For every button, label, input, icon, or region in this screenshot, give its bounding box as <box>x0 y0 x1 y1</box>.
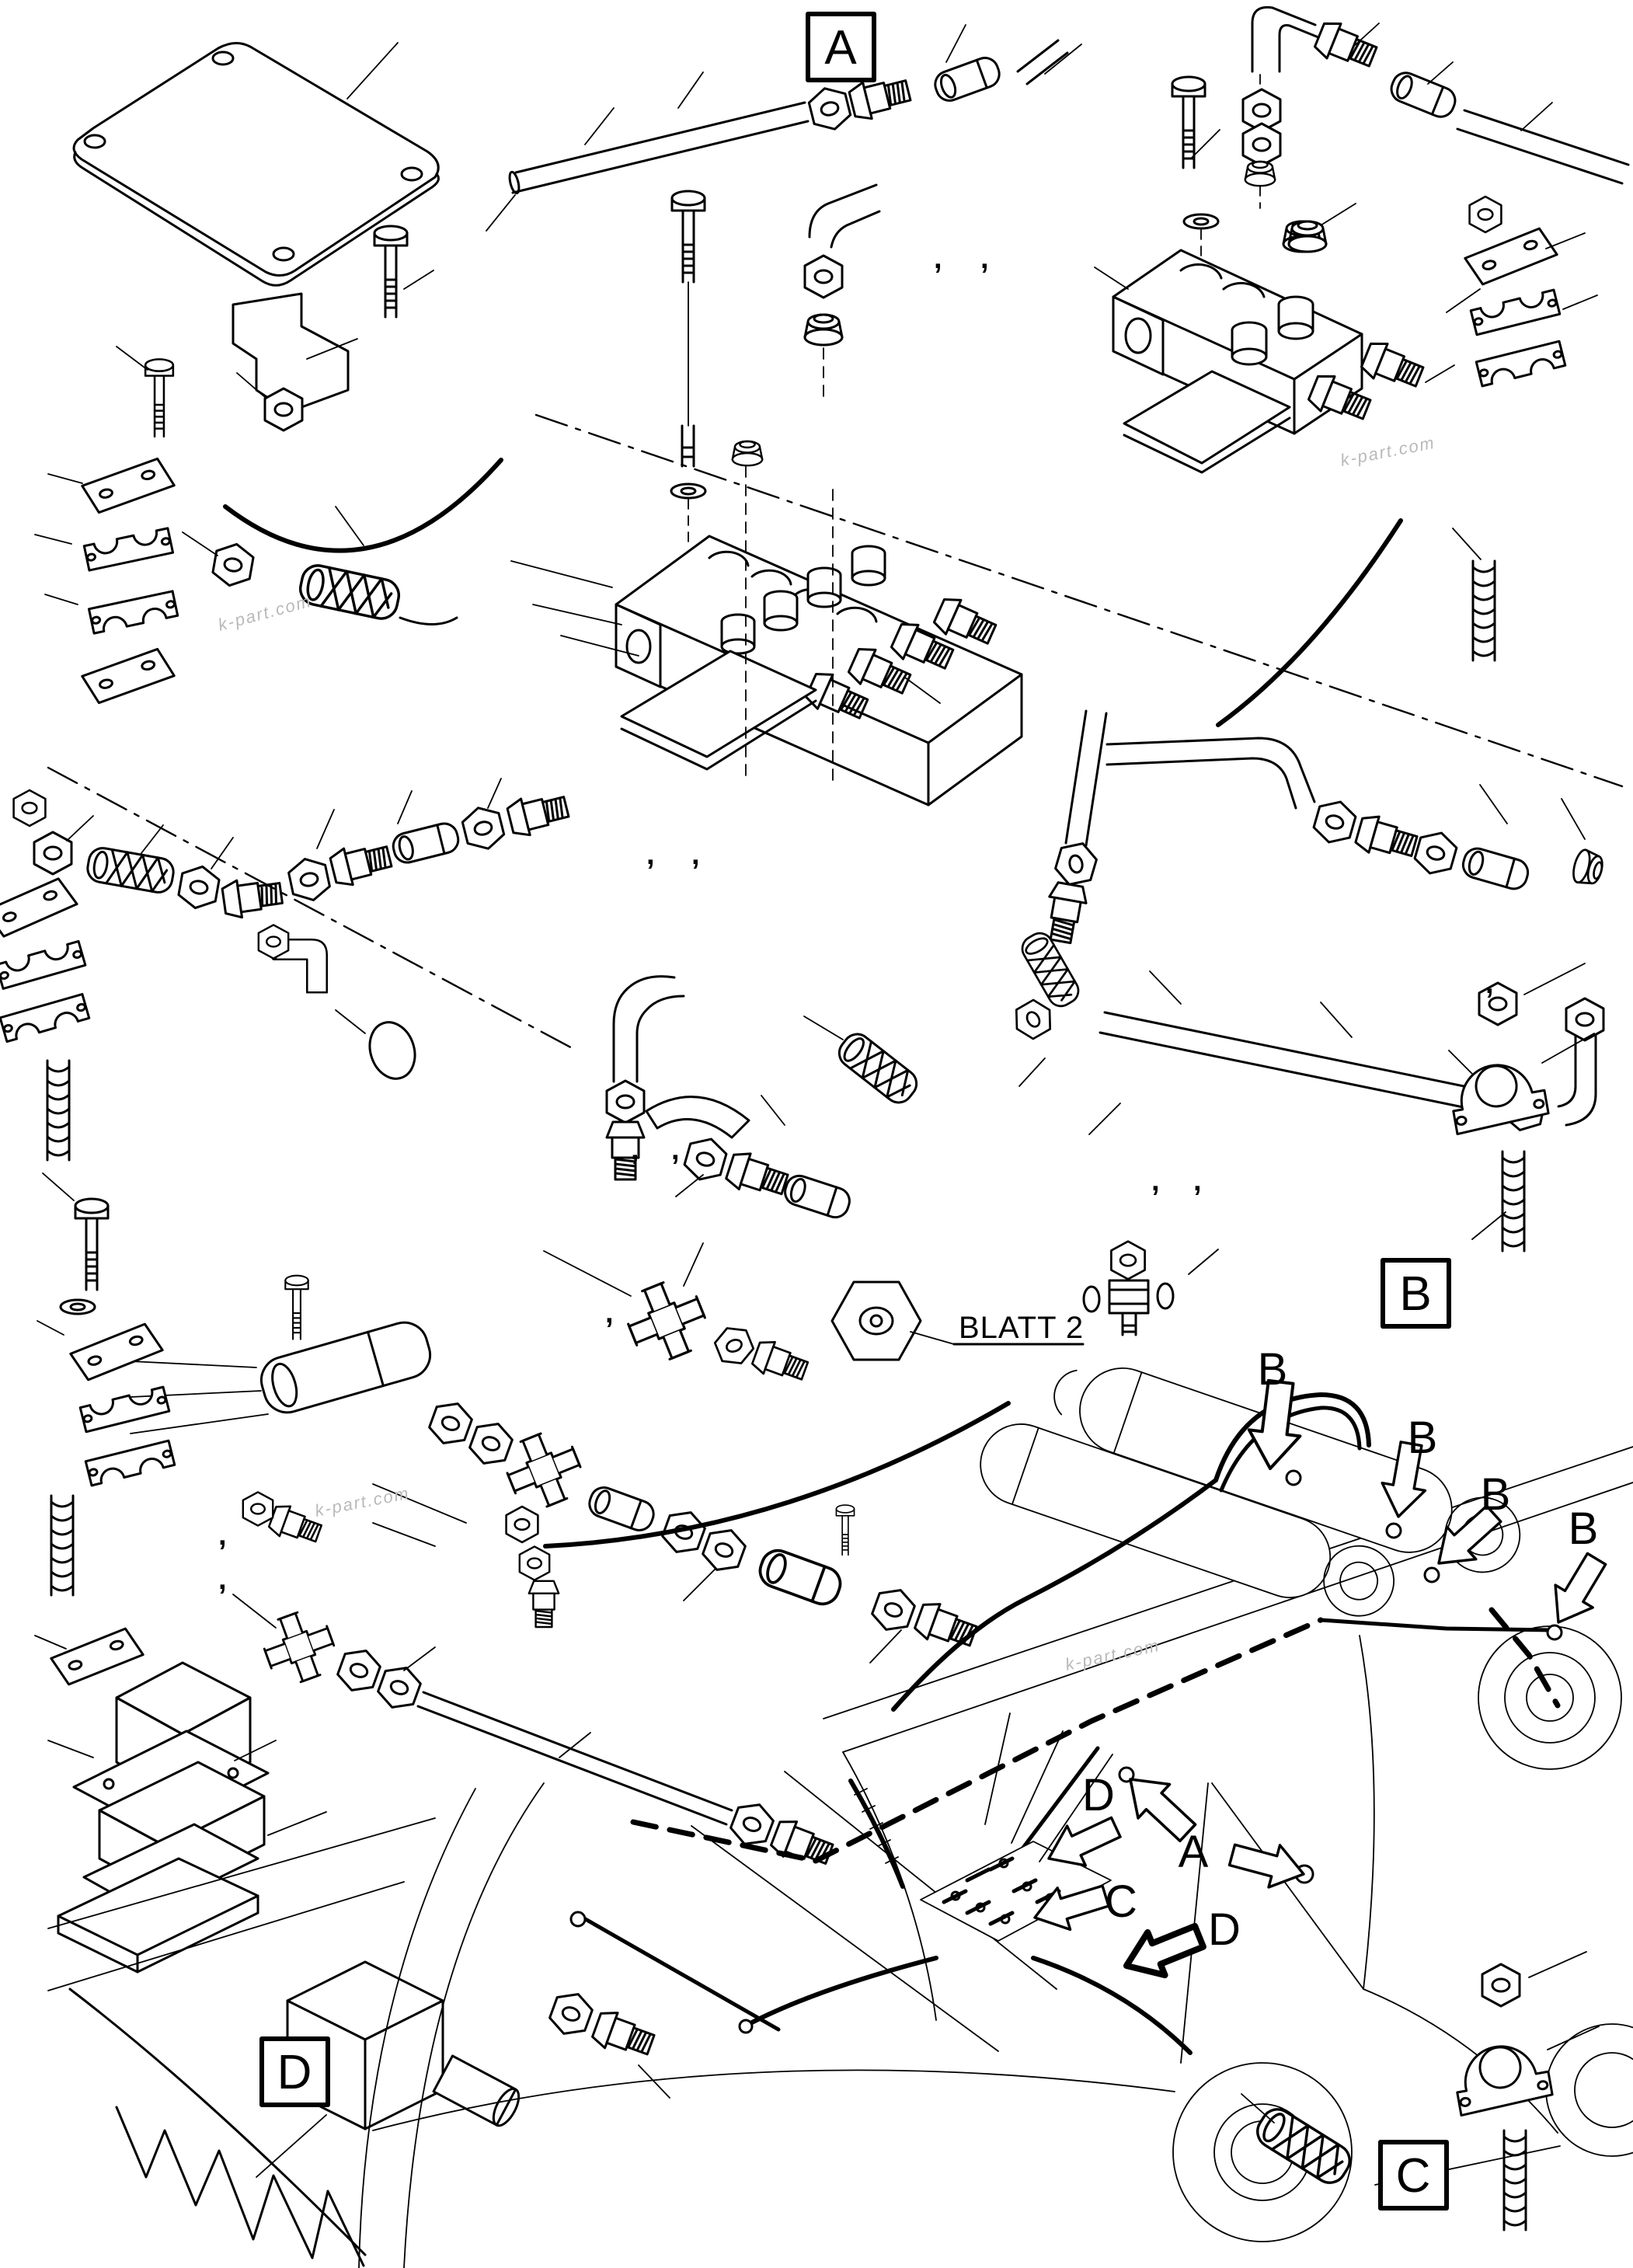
mount-bracket <box>232 292 358 413</box>
bucket-teeth <box>68 1988 367 2267</box>
arrow-label-d-upper: D <box>1082 1770 1115 1820</box>
svg-text:,: , <box>1193 1165 1202 1197</box>
junction-box-stack <box>47 1661 327 1974</box>
svg-text:,: , <box>646 838 655 871</box>
clamp-column-top-right <box>1452 195 1598 662</box>
clamp-column-bottom-right <box>1241 1951 1600 2231</box>
hose-top-left <box>182 506 458 625</box>
svg-text:,: , <box>691 838 700 871</box>
arrow-b4 <box>1538 1546 1617 1636</box>
routing-sweep-left <box>223 458 503 553</box>
view-label-b: B <box>1399 1267 1431 1321</box>
svg-text:,: , <box>631 1134 639 1166</box>
bolt-small-left <box>116 346 175 438</box>
hex-nut-left <box>236 372 304 432</box>
manifold-center <box>510 190 1023 807</box>
center-elbow-drop <box>605 975 924 1222</box>
arrow-label-d-lower: D <box>1208 1904 1241 1955</box>
phantom-lines <box>47 413 1624 1052</box>
routing-sweep-right <box>1216 518 1403 727</box>
svg-text:,: , <box>605 1297 614 1329</box>
pipe-run-right <box>1007 709 1607 1135</box>
cover-plate <box>72 42 440 287</box>
svg-text:,: , <box>218 1519 227 1552</box>
view-label-c: C <box>1396 2149 1431 2203</box>
fitting-chain-mid-left <box>33 778 573 1080</box>
arrow-a <box>1225 1832 1311 1897</box>
watermark-1: k-part.com <box>216 591 314 635</box>
watermark-2: k-part.com <box>1339 433 1436 470</box>
blatt2-callout: BLATT 2 <box>830 1280 1085 1361</box>
blatt2-label: BLATT 2 <box>959 1311 1084 1345</box>
arrow-label-b2: B <box>1408 1413 1438 1463</box>
view-label-a: A <box>824 21 857 75</box>
curved-hose-wedge <box>645 1096 750 1139</box>
arrow-label-b4: B <box>1569 1503 1599 1554</box>
view-label-d: D <box>277 2046 312 2099</box>
bolt-top-left <box>373 225 434 319</box>
arrow-label-b1: B <box>1258 1344 1288 1395</box>
banjo-fitting <box>1082 1240 1219 1336</box>
tube-assembly-top-center <box>486 24 1082 232</box>
arrow-label-b3: B <box>1481 1469 1511 1520</box>
clamp-stack-top-left <box>34 455 179 706</box>
watermark-3: k-part.com <box>313 1483 411 1521</box>
valve-body-lower-left <box>130 1274 432 1434</box>
cross-fitting-upper <box>543 1242 812 1388</box>
hose-cluster <box>848 1712 1113 1942</box>
svg-text:,: , <box>1151 1165 1160 1197</box>
arrow-label-c: C <box>1105 1876 1137 1927</box>
svg-text:,: , <box>1485 967 1494 1000</box>
svg-text:,: , <box>980 242 989 275</box>
part-number-commas: , , , , , , , , , , , , <box>218 242 1494 1596</box>
arrow-label-a: A <box>1179 1827 1209 1877</box>
view-box-b: B <box>1381 1258 1451 1329</box>
plate-bottom-left <box>34 1172 176 1688</box>
tube-drop-top-center <box>803 183 881 401</box>
view-box-c: C <box>1378 2140 1449 2211</box>
view-box-d: D <box>259 2036 330 2107</box>
manifold-right <box>1094 75 1481 474</box>
cross-chain-lower-left <box>372 1395 981 1664</box>
view-box-a: A <box>806 12 876 82</box>
tee-chain-bottom-left <box>232 1491 837 1873</box>
tube-assembly-top-right <box>1241 5 1630 253</box>
svg-text:,: , <box>934 242 942 275</box>
svg-text:,: , <box>671 1134 680 1166</box>
watermark-4: k-part.com <box>1064 1636 1161 1674</box>
svg-text:,: , <box>218 1563 227 1596</box>
ground-lines <box>47 1817 436 1991</box>
clamp-column-mid-right <box>1452 963 1595 1252</box>
